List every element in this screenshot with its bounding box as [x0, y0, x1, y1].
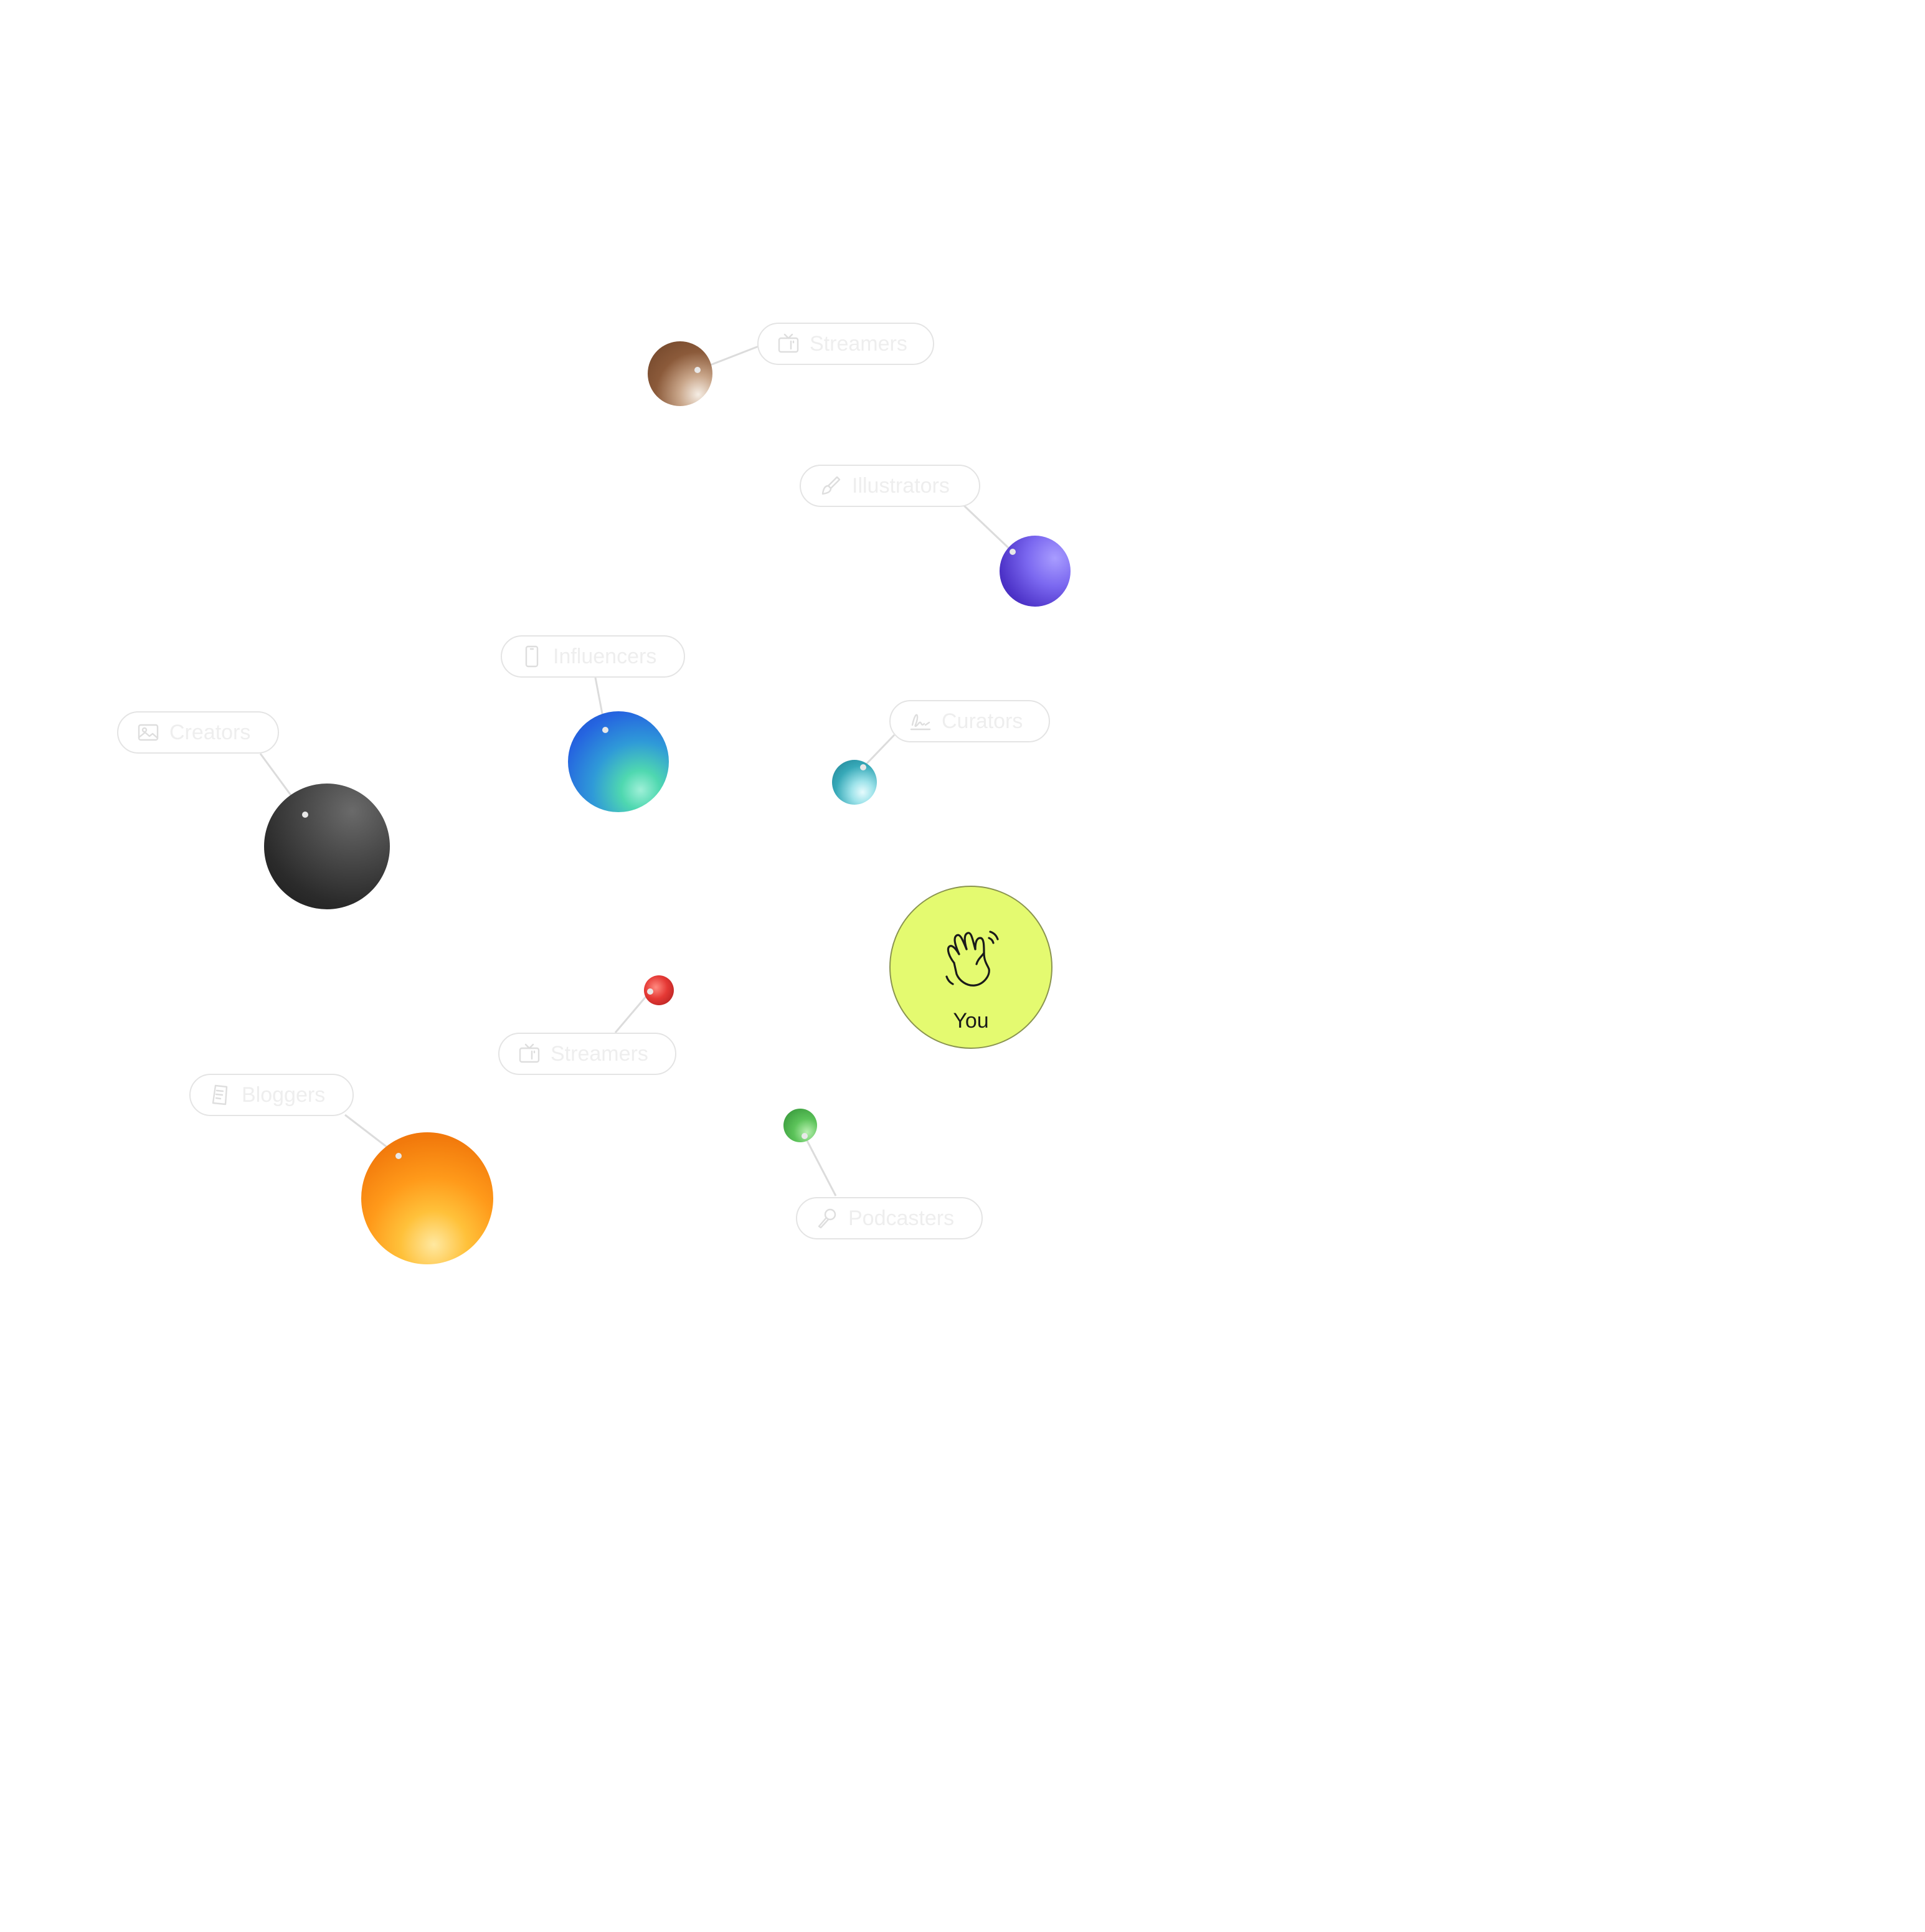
- orb-black[interactable]: [264, 784, 390, 909]
- orb-purple[interactable]: [1000, 536, 1071, 607]
- connector-dot: [602, 727, 608, 733]
- label-streamers-top[interactable]: Streamers: [757, 323, 934, 365]
- label-text: Streamers: [551, 1041, 648, 1066]
- brush-icon: [821, 476, 841, 495]
- label-influencers[interactable]: Influencers: [501, 635, 685, 678]
- connector-dot: [1010, 549, 1016, 555]
- connector-dot: [860, 764, 866, 770]
- label-text: Streamers: [810, 331, 907, 356]
- label-illustrators[interactable]: Illustrators: [800, 465, 980, 507]
- label-text: Podcasters: [848, 1206, 955, 1230]
- label-text: Creators: [169, 720, 251, 744]
- connector-dot: [647, 988, 653, 995]
- label-curators[interactable]: Curators: [889, 700, 1050, 742]
- phone-icon: [525, 645, 539, 668]
- label-creators[interactable]: Creators: [117, 711, 279, 754]
- connector-dot: [802, 1133, 808, 1139]
- label-text: Curators: [942, 709, 1023, 733]
- image-icon: [138, 724, 159, 741]
- orb-blue[interactable]: [568, 711, 669, 812]
- orb-brown[interactable]: [648, 341, 712, 406]
- tv-icon: [778, 333, 799, 353]
- orb-green[interactable]: [783, 1109, 817, 1142]
- connector-dot: [395, 1153, 402, 1159]
- orb-teal[interactable]: [832, 760, 877, 805]
- signature-icon: [910, 714, 931, 731]
- label-text: Bloggers: [242, 1082, 326, 1107]
- label-text: Illustrators: [852, 473, 950, 498]
- microphone-icon: [818, 1208, 836, 1229]
- connector-podcasters: [803, 1135, 837, 1196]
- you-node[interactable]: You: [889, 886, 1052, 1049]
- label-podcasters[interactable]: Podcasters: [796, 1197, 983, 1239]
- connector-streamers-bottom: [614, 991, 651, 1033]
- connector-dot: [302, 812, 308, 818]
- label-streamers-bottom[interactable]: Streamers: [498, 1033, 676, 1075]
- orb-orange[interactable]: [361, 1132, 493, 1264]
- you-label: You: [953, 1009, 989, 1033]
- label-text: Influencers: [553, 644, 657, 668]
- tv-icon: [519, 1043, 540, 1063]
- connector-curators: [862, 734, 896, 769]
- connector-dot: [694, 367, 701, 373]
- document-icon: [212, 1084, 228, 1106]
- connector-illustrators: [962, 503, 1014, 553]
- label-bloggers[interactable]: Bloggers: [189, 1074, 354, 1116]
- waving-hand-icon: [945, 930, 999, 987]
